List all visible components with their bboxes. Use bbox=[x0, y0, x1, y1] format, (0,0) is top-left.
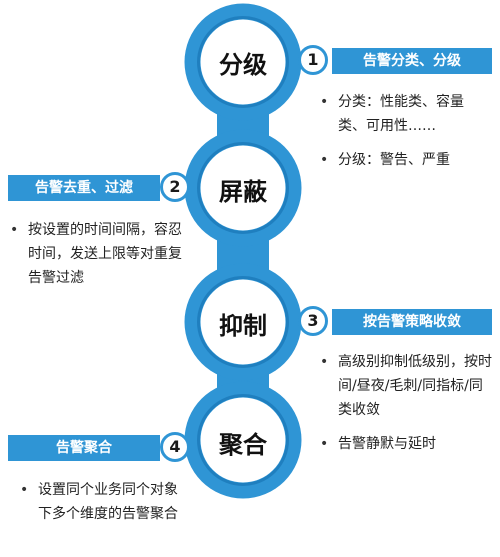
step-3-bullets: 高级别抑制低级别，按时间/昼夜/毛刺/同指标/同类收敛 告警静默与延时 bbox=[316, 350, 494, 466]
step-3-bullet: 高级别抑制低级别，按时间/昼夜/毛刺/同指标/同类收敛 bbox=[316, 350, 494, 422]
ring-3-inner-shadow bbox=[197, 276, 289, 368]
ring-1-center bbox=[200, 19, 286, 105]
step-1-title: 分级 bbox=[219, 51, 267, 79]
step-1-number-badge: 1 bbox=[298, 45, 328, 75]
step-3-banner: 按告警策略收敛 bbox=[332, 309, 492, 335]
step-4-title: 聚合 bbox=[219, 431, 267, 459]
ring-2-center bbox=[200, 145, 286, 231]
step-1-bullet: 分级：警告、严重 bbox=[316, 148, 486, 172]
ring-2-inner-shadow bbox=[197, 142, 289, 234]
step-2-number-badge: 2 bbox=[160, 172, 190, 202]
step-2-bullet: 按设置的时间间隔，容忍时间，发送上限等对重复告警过滤 bbox=[6, 218, 184, 290]
ring-4-inner-shadow bbox=[197, 394, 289, 486]
step-2-bullets: 按设置的时间间隔，容忍时间，发送上限等对重复告警过滤 bbox=[6, 218, 184, 300]
step-2-banner: 告警去重、过滤 bbox=[8, 175, 160, 201]
step-4-bullet: 设置同个业务同个对象下多个维度的告警聚合 bbox=[16, 478, 188, 526]
ring-4-center bbox=[200, 397, 286, 483]
ring-3-center bbox=[200, 279, 286, 365]
step-4-banner: 告警聚合 bbox=[8, 435, 160, 461]
step-4-bullets: 设置同个业务同个对象下多个维度的告警聚合 bbox=[16, 478, 188, 536]
step-2-title: 屏蔽 bbox=[219, 178, 267, 206]
step-3-bullet: 告警静默与延时 bbox=[316, 432, 494, 456]
step-3-number-badge: 3 bbox=[298, 306, 328, 336]
step-3-title: 抑制 bbox=[219, 312, 267, 340]
step-1-bullets: 分类：性能类、容量类、可用性…… 分级：警告、严重 bbox=[316, 90, 486, 182]
step-1-banner: 告警分类、分级 bbox=[332, 48, 492, 74]
ring-1-inner-shadow bbox=[197, 16, 289, 108]
step-1-bullet: 分类：性能类、容量类、可用性…… bbox=[316, 90, 486, 138]
step-4-number-badge: 4 bbox=[160, 432, 190, 462]
